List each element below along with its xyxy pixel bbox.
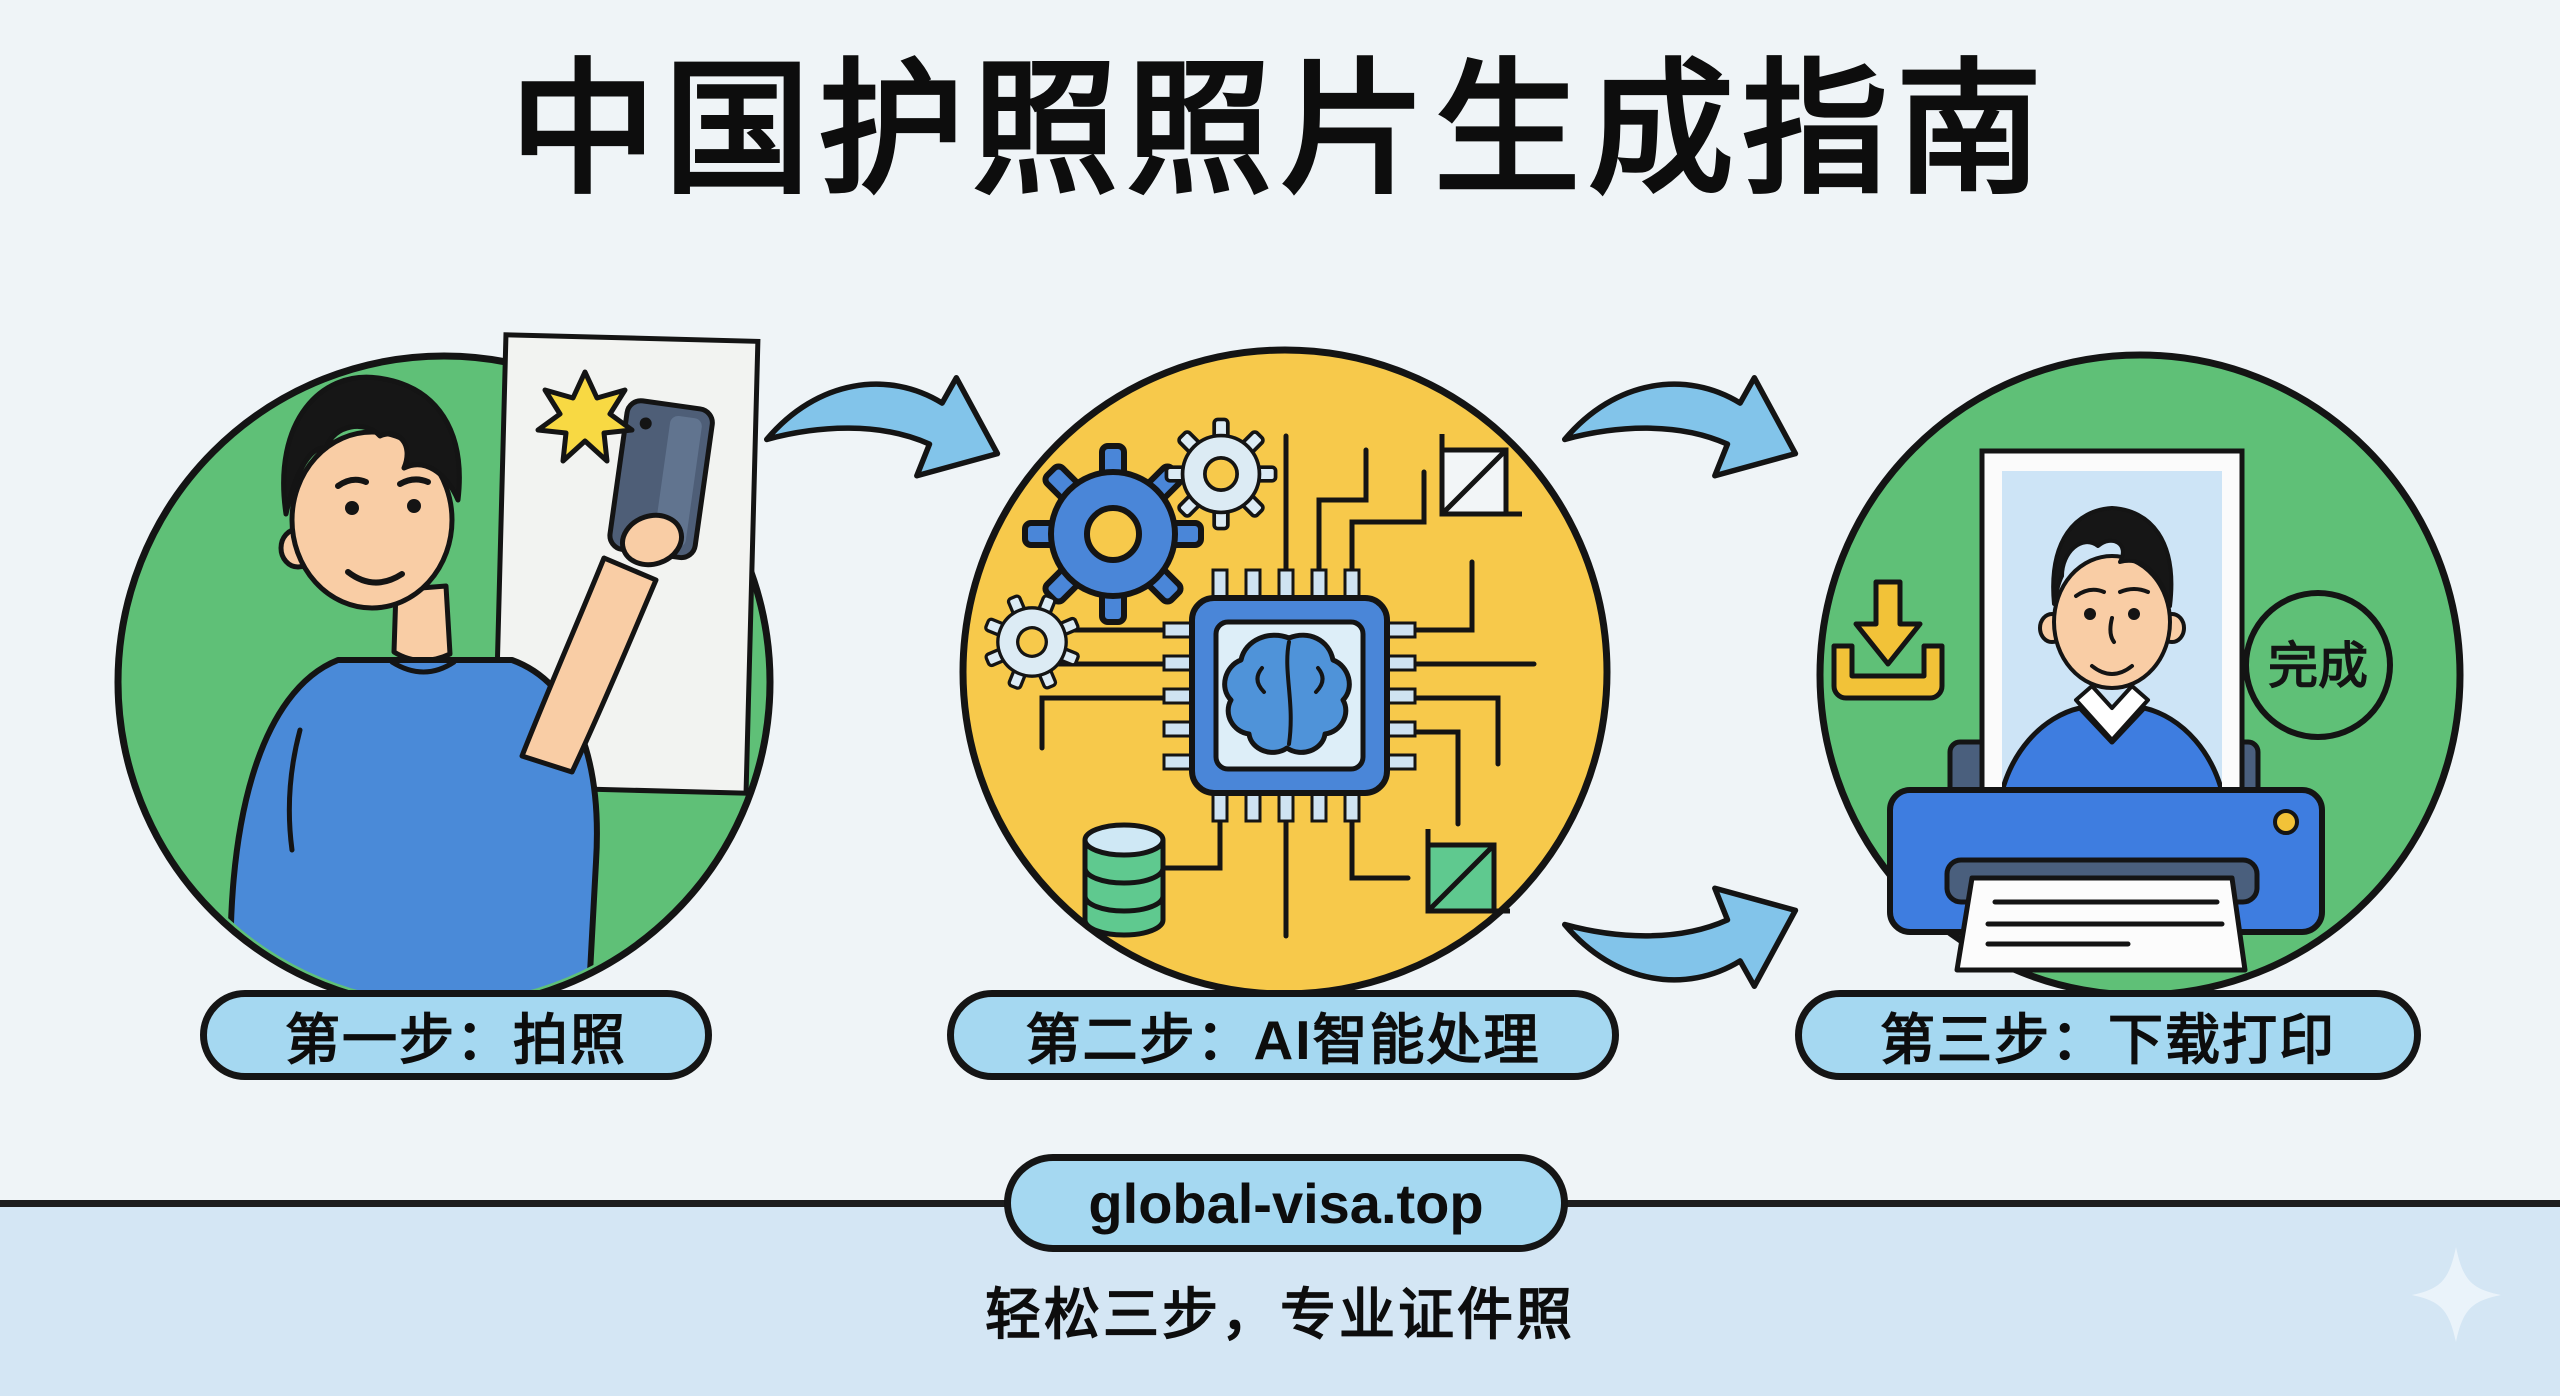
printer-icon [1887,787,2325,973]
step2-label: 第二步：AI智能处理 [1025,1009,1541,1071]
step2-illustration [959,346,1611,998]
done-badge-label: 完成 [2268,638,2368,694]
t-shirt [227,657,600,1002]
brain-icon [1222,632,1352,755]
step2-label-pill: 第二步：AI智能处理 [947,990,1619,1080]
done-badge: 完成 [2243,590,2393,740]
website-domain: global-visa.top [1088,1171,1484,1235]
step1-label-pill: 第一步：拍照 [200,990,712,1080]
step3-illustration: 完成 [1816,351,2464,999]
gear-icon-top [1164,417,1278,531]
page-title: 中国护照照片生成指南 [510,48,2050,211]
step3-label-pill: 第三步：下载打印 [1795,990,2421,1080]
sparkle-icon [2412,1247,2501,1342]
tagline: 轻松三步，专业证件照 [985,1283,1575,1346]
person-selfie [227,369,715,1002]
arrow-icon-bottom [1561,885,1799,989]
step3-label: 第三步：下载打印 [1879,1009,2336,1071]
crop-icon-top [1439,434,1522,517]
step1-illustration [114,332,774,1012]
id-photo [1979,448,2245,814]
arm [519,555,659,775]
arrow-icon-step2-to-step3 [1561,375,1799,479]
camera-flash-icon [535,369,635,464]
cpu-pins [1162,568,1417,823]
crop-icon-bottom [1425,829,1510,914]
download-icon [1831,579,1945,701]
photo-hair [2051,506,2174,608]
smartphone-icon [607,398,715,561]
cpu-chip-icon [1189,595,1390,796]
database-icon [1082,822,1166,938]
hand [620,512,684,568]
website-domain-pill: global-visa.top [1004,1154,1568,1252]
printer-button [2273,809,2299,835]
arrow-icon-step1-to-step2 [763,375,1001,479]
hair [281,374,462,517]
step1-label: 第一步：拍照 [284,1009,627,1071]
